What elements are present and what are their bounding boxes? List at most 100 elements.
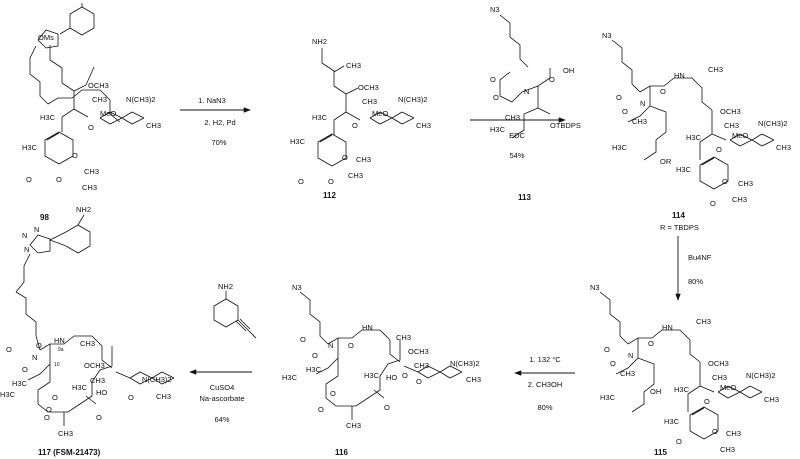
condition: 1. NaN3 (198, 96, 226, 105)
atom-label: H3C (312, 113, 328, 122)
atom-label: O (648, 339, 654, 348)
condition: 2. CH3OH (528, 380, 563, 389)
atom-label: H3C (306, 365, 322, 374)
condition: 2. H2, Pd (204, 118, 235, 127)
atom-label: N (24, 245, 29, 254)
compound-112: NH2 CH3 OCH3 CH3 N(CH3)2 MeO H3C O O O O… (290, 37, 431, 200)
atom-label: CH3 (414, 361, 429, 370)
atom-label: H3C (490, 125, 506, 134)
atom-label: N3 (590, 283, 600, 292)
atom-label: N3 (292, 283, 302, 292)
atom-label: CH3 (90, 376, 105, 385)
atom-label: H3C (686, 133, 702, 142)
atom-label: HO (96, 388, 107, 397)
atom-label: HN (54, 336, 65, 345)
atom-label: CH3 (84, 167, 99, 176)
atom-label: OR (660, 157, 672, 166)
compound-label: 98 (40, 213, 49, 222)
atom-label: CH3 (505, 113, 520, 122)
atom-label: CH3 (764, 395, 779, 404)
atom-label: O (402, 371, 408, 380)
compound-label: 114 (672, 211, 685, 220)
atom-label: O (348, 341, 354, 350)
reaction-step-1: 1. NaN3 2. H2, Pd 70% (180, 96, 251, 147)
atom-label: O (26, 175, 32, 184)
atom-label: CH3 (80, 339, 95, 348)
atom-label: CH3 (726, 429, 741, 438)
atom-label: CH3 (466, 375, 481, 384)
condition: Bu4NF (688, 253, 712, 262)
atom-label: H3C (676, 165, 692, 174)
atom-label: HO (386, 373, 397, 382)
reaction-step-5: NH2 CuSO4 Na-ascorbate 64% (189, 282, 257, 424)
atom-label: H3C (0, 390, 16, 399)
atom-label: NH2 (76, 205, 91, 214)
atom-label: OCH3 (88, 81, 109, 90)
atom-label: OCH3 (408, 347, 429, 356)
compound-label: 113 (518, 193, 531, 202)
atom-label: MeO (732, 131, 748, 140)
atom-label: OCH3 (720, 107, 741, 116)
atom-label: O (660, 87, 666, 96)
yield: 54% (509, 151, 524, 160)
atom-label: O (722, 177, 728, 186)
atom-label: N (628, 351, 633, 360)
atom-label: CH3 (82, 183, 97, 192)
atom-label: CH3 (396, 333, 411, 342)
atom-label: O (298, 177, 304, 186)
atom-label: NH2 (312, 37, 327, 46)
atom-label: H3C (40, 113, 56, 122)
condition: 1. 132 °C (529, 355, 561, 364)
atom-label: O (490, 75, 496, 84)
compound-114: N3 HN O O N O CH3 H3C OR OCH3 CH3 N(CH3)… (602, 31, 791, 232)
condition: EDC (509, 131, 525, 140)
atom-label: 10 (54, 362, 60, 368)
atom-label: O (716, 145, 722, 154)
compound-98: OMs OCH3 CH3 N(CH3)2 MeO H3C O O O O CH3… (22, 33, 161, 222)
atom-label: N(CH3)2 (758, 119, 788, 128)
atom-label: CH3 (92, 95, 107, 104)
compound-label: 112 (323, 191, 336, 200)
atom-label: N (328, 341, 333, 350)
atom-label: CH3 (346, 421, 361, 430)
atom-label: O (6, 345, 12, 354)
compound-115: N3 HN O O N O CH3 H3C OH OCH3 CH3 N(CH3)… (590, 283, 779, 457)
atom-label: N(CH3)2 (746, 371, 776, 380)
atom-label: CH3 (724, 121, 739, 130)
yield: 70% (211, 138, 226, 147)
atom-label: N(CH3)2 (398, 95, 428, 104)
reaction-step-3: Bu4NF 80% (675, 236, 712, 301)
atom-label: NH2 (218, 282, 233, 291)
atom-label: N(CH3)2 (126, 95, 156, 104)
atom-label: O (46, 405, 52, 414)
atom-label: OMs (38, 33, 54, 42)
atom-label: O (318, 405, 324, 414)
atom-label: OH (563, 66, 574, 75)
atom-label: O (72, 151, 78, 160)
atom-label: N (34, 225, 39, 234)
atom-label: N3 (490, 5, 500, 14)
compound-label: 115 (654, 448, 667, 457)
atom-label: HN (362, 323, 373, 332)
atom-label: O (342, 153, 348, 162)
compound-label: 116 (335, 448, 348, 457)
atom-label: OCH3 (708, 359, 729, 368)
atom-label: H3C (664, 417, 680, 426)
atom-label: H3C (72, 383, 88, 392)
atom-label: O (622, 107, 628, 116)
atom-label: O (493, 93, 499, 102)
compound-label: 117 (FSM-21473) (38, 448, 101, 457)
atom-label: MeO (720, 383, 736, 392)
yield: 80% (537, 403, 552, 412)
atom-label: H3C (282, 373, 298, 382)
atom-label: O (22, 365, 28, 374)
atom-label: O (604, 345, 610, 354)
atom-label: OTBDPS (550, 121, 581, 130)
atom-label: O (549, 75, 555, 84)
atom-label: CH3 (732, 195, 747, 204)
atom-label: O (52, 393, 58, 402)
atom-label: 9a (58, 347, 64, 353)
atom-label: N(CH3)2 (142, 375, 172, 384)
atom-label: OCH3 (358, 83, 379, 92)
